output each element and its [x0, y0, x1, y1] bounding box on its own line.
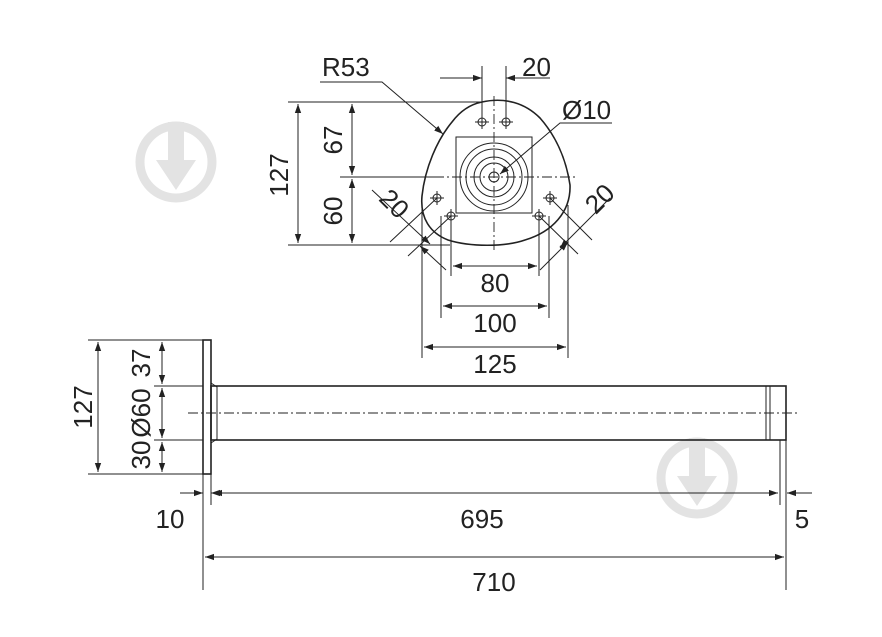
dim-total-length: 710 [472, 567, 515, 597]
bolt-holes [430, 115, 557, 223]
mounting-plate [202, 339, 212, 475]
dim-plate-height: 127 [68, 385, 98, 428]
plate-outline [421, 99, 571, 246]
dim-tube-diameter: Ø60 [126, 388, 156, 437]
dim-top-offset: 37 [126, 349, 156, 378]
dim-left-diagonal: 20 [374, 183, 416, 225]
dim-upper-height: 67 [318, 126, 348, 155]
dim-cap-length: 5 [795, 504, 809, 534]
dim-bottom-offset: 30 [126, 441, 156, 470]
watermark-icon-left [135, 121, 217, 203]
dim-hole-spacing: 20 [522, 52, 551, 82]
dim-total-height: 127 [264, 153, 294, 196]
watermark-icon-right [656, 437, 738, 519]
dim-lower-height: 60 [318, 197, 348, 226]
dim-hole-diameter: Ø10 [562, 95, 611, 125]
plan-view: 20 R53 Ø10 127 67 60 20 20 [264, 52, 620, 379]
dim-radius: R53 [322, 52, 370, 82]
dim-tube-length: 695 [460, 504, 503, 534]
dim-width-80: 80 [481, 268, 510, 298]
dim-width-125: 125 [473, 349, 516, 379]
dim-width-100: 100 [473, 308, 516, 338]
dim-plate-thickness: 10 [156, 504, 185, 534]
side-view: 127 37 Ø60 30 10 695 5 710 [68, 339, 812, 597]
dim-right-diagonal: 20 [579, 178, 621, 220]
